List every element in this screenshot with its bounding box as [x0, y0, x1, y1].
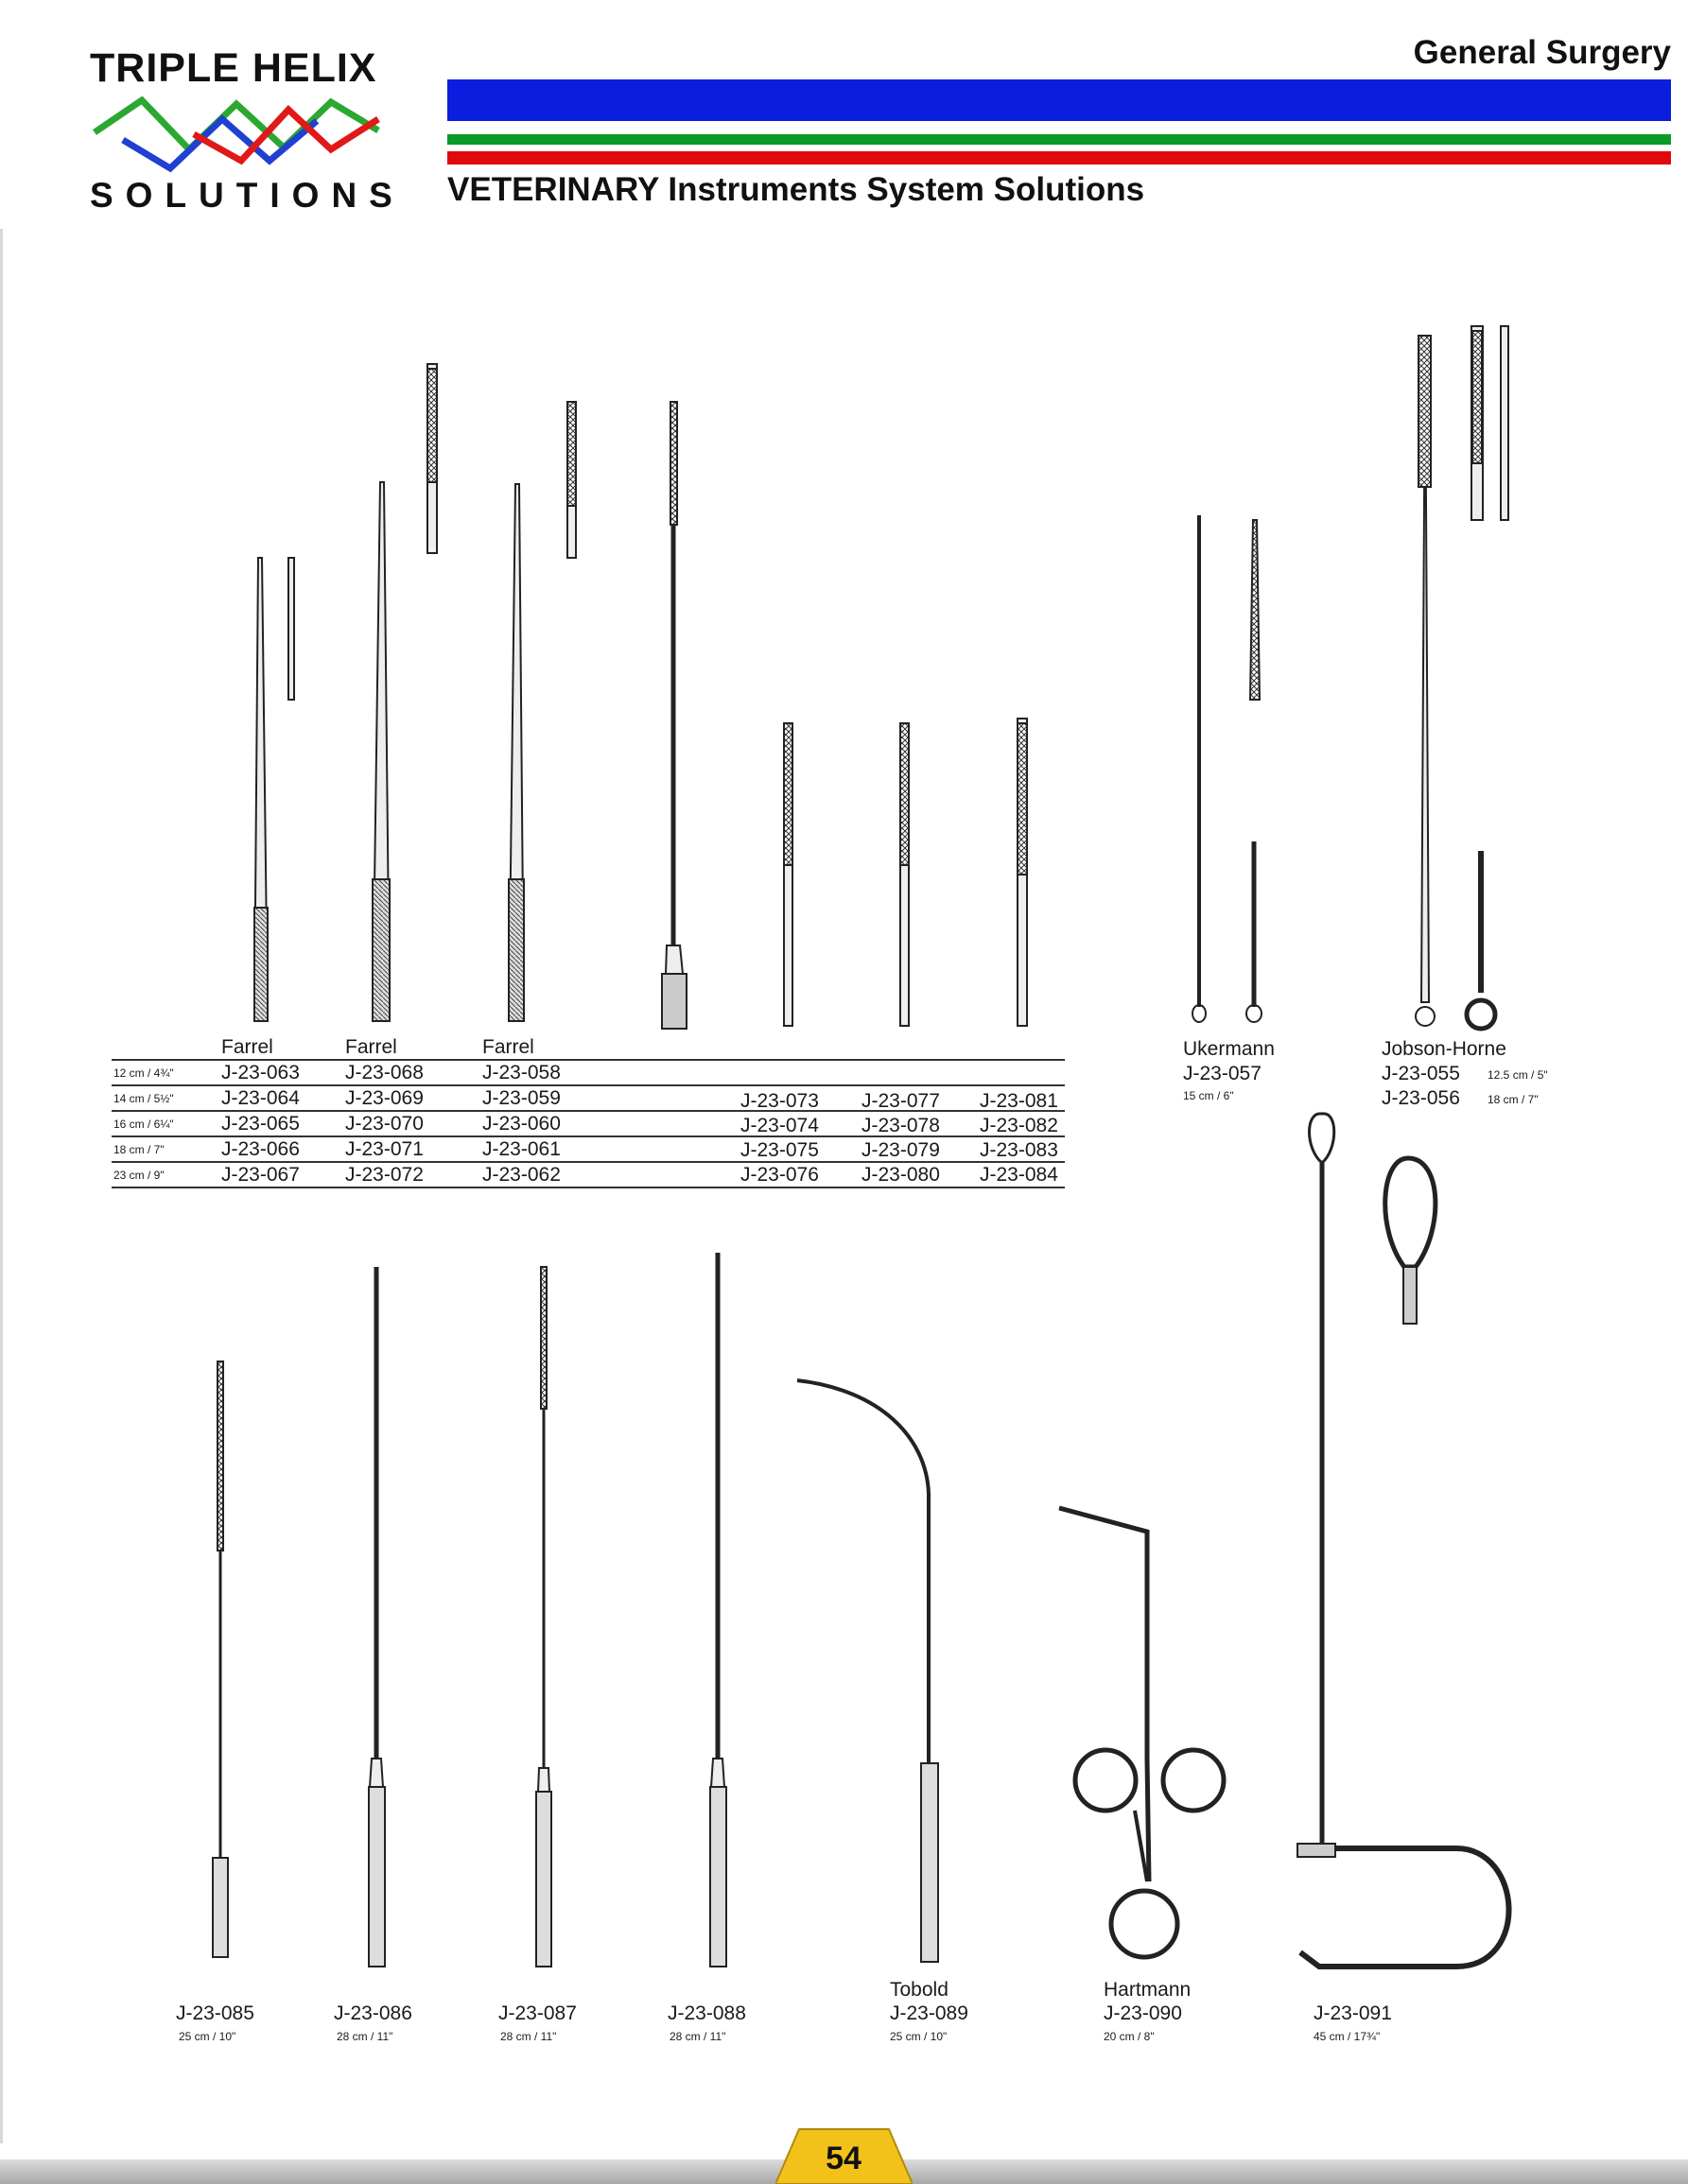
ukermann-probe-icon — [1192, 515, 1262, 1023]
header-bar-blue — [447, 79, 1671, 121]
rasp-probe-3-icon — [1017, 718, 1028, 1027]
table-cell: J-23-075 — [740, 1139, 819, 1161]
jobson-size-1: 12.5 cm / 5" — [1488, 1068, 1548, 1082]
table-size-5: 23 cm / 9" — [113, 1169, 165, 1182]
farrel-header-2: Farrel — [345, 1036, 397, 1058]
table-cell: J-23-065 — [221, 1113, 300, 1135]
hartmann-applicator-icon — [1058, 1505, 1227, 1960]
table-cell: J-23-063 — [221, 1062, 300, 1083]
table-cell: J-23-067 — [221, 1164, 300, 1186]
table-cell: J-23-069 — [345, 1087, 424, 1109]
table-cell: J-23-073 — [740, 1090, 819, 1112]
j23091-speculum-icon — [1296, 1112, 1512, 1969]
table-size-1: 12 cm / 4¾" — [113, 1066, 174, 1080]
item-size: 20 cm / 8" — [1104, 2030, 1155, 2043]
table-size-2: 14 cm / 5½" — [113, 1092, 174, 1105]
table-cell: J-23-074 — [740, 1115, 819, 1136]
table-rule-bottom — [112, 1187, 1065, 1188]
table-cell: J-23-060 — [482, 1113, 561, 1135]
table-cell: J-23-071 — [345, 1138, 424, 1160]
header-bar-green — [447, 134, 1671, 145]
jobson-code-2: J-23-056 — [1382, 1087, 1460, 1109]
farrel-applicator-2-icon — [371, 363, 438, 1022]
page-number: 54 — [826, 2141, 861, 2176]
probe-j23086-icon — [368, 1267, 386, 1967]
header-bar-red — [447, 151, 1671, 165]
table-cell: J-23-059 — [482, 1087, 561, 1109]
table-cell: J-23-070 — [345, 1113, 424, 1135]
table-cell: J-23-080 — [861, 1164, 940, 1186]
table-size-4: 18 cm / 7" — [113, 1143, 165, 1156]
page-tab-icon — [775, 2128, 913, 2184]
table-cell: J-23-083 — [980, 1139, 1058, 1161]
farrel-applicator-1-icon — [252, 557, 295, 1022]
item-size: 25 cm / 10" — [890, 2030, 948, 2043]
probe-j23085-icon — [212, 1361, 229, 1958]
table-rule-top — [112, 1059, 1065, 1061]
table-rule-1 — [112, 1084, 1065, 1086]
probe-j23088-icon — [709, 1253, 727, 1967]
table-cell: J-23-061 — [482, 1138, 561, 1160]
jobson-size-2: 18 cm / 7" — [1488, 1093, 1539, 1106]
brand-subtitle: SOLUTIONS — [90, 176, 405, 215]
table-cell: J-23-081 — [980, 1090, 1058, 1112]
handle-applicator-icon — [661, 401, 687, 1030]
table-cell: J-23-062 — [482, 1164, 561, 1186]
table-cell: J-23-072 — [345, 1164, 424, 1186]
rasp-probe-2-icon — [899, 722, 910, 1027]
tobold-applicator-icon — [796, 1378, 939, 1963]
table-cell: J-23-058 — [482, 1062, 561, 1083]
farrel-applicator-3-icon — [507, 401, 577, 1022]
probe-j23087-icon — [535, 1266, 552, 1967]
item-code: J-23-090 — [1104, 2002, 1182, 2024]
jobson-horne-probe-icon — [1415, 325, 1509, 1031]
farrel-header-1: Farrel — [221, 1036, 273, 1058]
rasp-probe-1-icon — [783, 722, 793, 1027]
item-code: J-23-085 — [176, 2002, 254, 2024]
table-cell: J-23-079 — [861, 1139, 940, 1161]
table-rule-4 — [112, 1161, 1065, 1163]
table-cell: J-23-066 — [221, 1138, 300, 1160]
item-code: J-23-088 — [668, 2002, 746, 2024]
item-size: 25 cm / 10" — [179, 2030, 236, 2043]
table-cell: J-23-082 — [980, 1115, 1058, 1136]
table-rule-2 — [112, 1110, 1065, 1112]
item-size: 28 cm / 11" — [670, 2030, 726, 2043]
item-code: J-23-087 — [498, 2002, 577, 2024]
tagline: VETERINARY Instruments System Solutions — [447, 171, 1145, 208]
item-code: J-23-089 — [890, 2002, 968, 2024]
item-name: Tobold — [890, 1979, 948, 2001]
content-frame — [0, 229, 1688, 2143]
item-size: 45 cm / 17¾" — [1314, 2030, 1381, 2043]
ukermann-size: 15 cm / 6" — [1183, 1089, 1234, 1102]
table-cell: J-23-064 — [221, 1087, 300, 1109]
table-cell: J-23-078 — [861, 1115, 940, 1136]
section-title: General Surgery — [1413, 34, 1671, 71]
table-cell: J-23-068 — [345, 1062, 424, 1083]
jobson-name: Jobson-Horne — [1382, 1038, 1506, 1060]
table-size-3: 16 cm / 6¼" — [113, 1118, 174, 1131]
ukermann-code: J-23-057 — [1183, 1063, 1262, 1084]
table-cell: J-23-077 — [861, 1090, 940, 1112]
helix-logo-icon — [93, 95, 380, 173]
item-name: Hartmann — [1104, 1979, 1192, 2001]
item-code: J-23-091 — [1314, 2002, 1392, 2024]
brand-name: TRIPLE HELIX — [90, 45, 377, 91]
item-code: J-23-086 — [334, 2002, 412, 2024]
item-size: 28 cm / 11" — [500, 2030, 557, 2043]
table-cell: J-23-076 — [740, 1164, 819, 1186]
instrument-illustrations — [212, 325, 1512, 1969]
item-size: 28 cm / 11" — [337, 2030, 393, 2043]
table-rule-3 — [112, 1135, 1065, 1137]
ukermann-name: Ukermann — [1183, 1038, 1275, 1060]
table-cell: J-23-084 — [980, 1164, 1058, 1186]
farrel-header-3: Farrel — [482, 1036, 534, 1058]
jobson-code-1: J-23-055 — [1382, 1063, 1460, 1084]
